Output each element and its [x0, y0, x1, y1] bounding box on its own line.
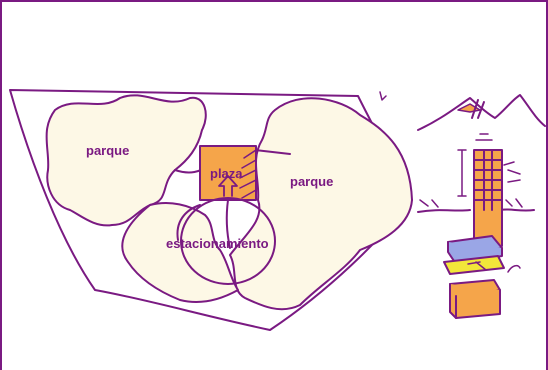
label-plaza: plaza: [210, 166, 243, 181]
tower-section-icon: [417, 133, 535, 247]
park-lower-area: [121, 202, 239, 303]
label-parque-right: parque: [290, 174, 334, 189]
plaza-square: [199, 145, 257, 201]
label-estacionamiento: estacionamiento: [166, 236, 269, 251]
up-arrow-icon: [218, 175, 238, 197]
park-right-area: [229, 97, 413, 311]
exploded-blocks-icon: [443, 235, 521, 319]
site-boundary: [9, 89, 413, 331]
mountain-sketch-icon: [379, 91, 546, 131]
parking-circle: [180, 197, 276, 285]
path-line-2: [254, 149, 291, 155]
path-line-3: [225, 199, 231, 249]
parking-access-line: [176, 204, 201, 241]
park-left-area: [45, 94, 207, 227]
plaza-hatching: [239, 149, 257, 199]
label-parque-left: parque: [86, 143, 130, 158]
